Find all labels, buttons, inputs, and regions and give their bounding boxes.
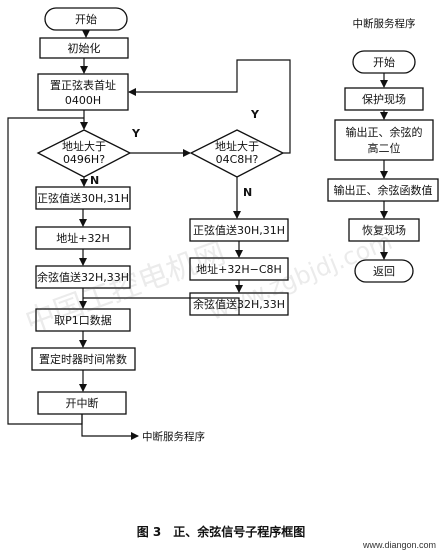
figure-caption-text: 正、余弦信号子程序框图 — [173, 525, 306, 539]
svg-text:置定时器时间常数: 置定时器时间常数 — [39, 352, 127, 366]
start-terminal: 开始 — [44, 7, 128, 31]
main-flow-edges — [7, 30, 291, 440]
svg-text:地址大于: 地址大于 — [62, 139, 106, 153]
isr-output-high-box: 输出正、余弦的 高二位 — [334, 119, 434, 161]
svg-text:04C8H?: 04C8H? — [216, 153, 259, 166]
svg-text:地址+32H: 地址+32H — [56, 231, 110, 245]
sine-store-box-1: 正弦值送30H,31H — [35, 186, 131, 210]
init-box: 初始化 — [39, 37, 129, 59]
isr-restore-box: 恢复现场 — [348, 218, 420, 242]
svg-text:0400H: 0400H — [65, 94, 101, 107]
figure-caption: 图 3 正、余弦信号子程序框图 — [0, 523, 442, 540]
address-adjust-box-2: 地址+32H−C8H — [189, 257, 289, 281]
sine-store-box-2: 正弦值送30H,31H — [189, 218, 289, 242]
svg-text:取P1口数据: 取P1口数据 — [54, 313, 112, 327]
svg-text:保护现场: 保护现场 — [362, 92, 406, 106]
svg-text:返回: 返回 — [373, 265, 395, 278]
svg-text:N: N — [90, 174, 99, 187]
branch-labels: Y N Y N — [90, 108, 260, 199]
isr-output-function-box: 输出正、余弦函数值 — [327, 178, 439, 202]
svg-text:输出正、余弦的: 输出正、余弦的 — [346, 125, 423, 139]
svg-text:N: N — [243, 186, 252, 199]
svg-text:余弦值送32H,33H: 余弦值送32H,33H — [37, 270, 129, 284]
footer-site: www.diangon.com — [362, 540, 436, 550]
svg-text:正弦值送30H,31H: 正弦值送30H,31H — [193, 223, 285, 237]
cosine-store-box-1: 余弦值送32H,33H — [35, 265, 131, 289]
enable-interrupt-box: 开中断 — [37, 391, 127, 415]
svg-text:开中断: 开中断 — [66, 396, 99, 410]
svg-text:正弦值送30H,31H: 正弦值送30H,31H — [37, 191, 129, 205]
isr-protect-box: 保护现场 — [344, 87, 424, 111]
isr-reference-label: 中断服务程序 — [142, 430, 205, 443]
svg-text:开始: 开始 — [373, 55, 395, 69]
svg-text:开始: 开始 — [75, 12, 97, 26]
table-address-box: 置正弦表首址 0400H — [37, 73, 129, 111]
figure-number: 图 3 — [136, 525, 162, 539]
decision-addr-04c8: 地址大于 04C8H? — [189, 129, 285, 178]
svg-text:恢复现场: 恢复现场 — [362, 223, 406, 237]
svg-text:Y: Y — [250, 108, 260, 121]
svg-text:地址大于: 地址大于 — [215, 139, 259, 153]
svg-text:0496H?: 0496H? — [63, 153, 105, 166]
svg-text:初始化: 初始化 — [68, 41, 101, 55]
isr-start-terminal: 开始 — [352, 50, 416, 74]
read-p1-box: 取P1口数据 — [35, 308, 131, 332]
isr-title: 中断服务程序 — [353, 17, 416, 30]
decision-addr-0496: 地址大于 0496H? — [36, 129, 132, 178]
svg-text:Y: Y — [131, 127, 141, 140]
timer-constant-box: 置定时器时间常数 — [31, 347, 136, 371]
svg-text:地址+32H−C8H: 地址+32H−C8H — [196, 262, 282, 276]
isr-return-terminal: 返回 — [354, 259, 414, 283]
svg-text:高二位: 高二位 — [368, 141, 401, 155]
svg-text:输出正、余弦函数值: 输出正、余弦函数值 — [334, 183, 433, 197]
address-add-box-1: 地址+32H — [35, 226, 131, 250]
svg-text:置正弦表首址: 置正弦表首址 — [50, 78, 116, 92]
